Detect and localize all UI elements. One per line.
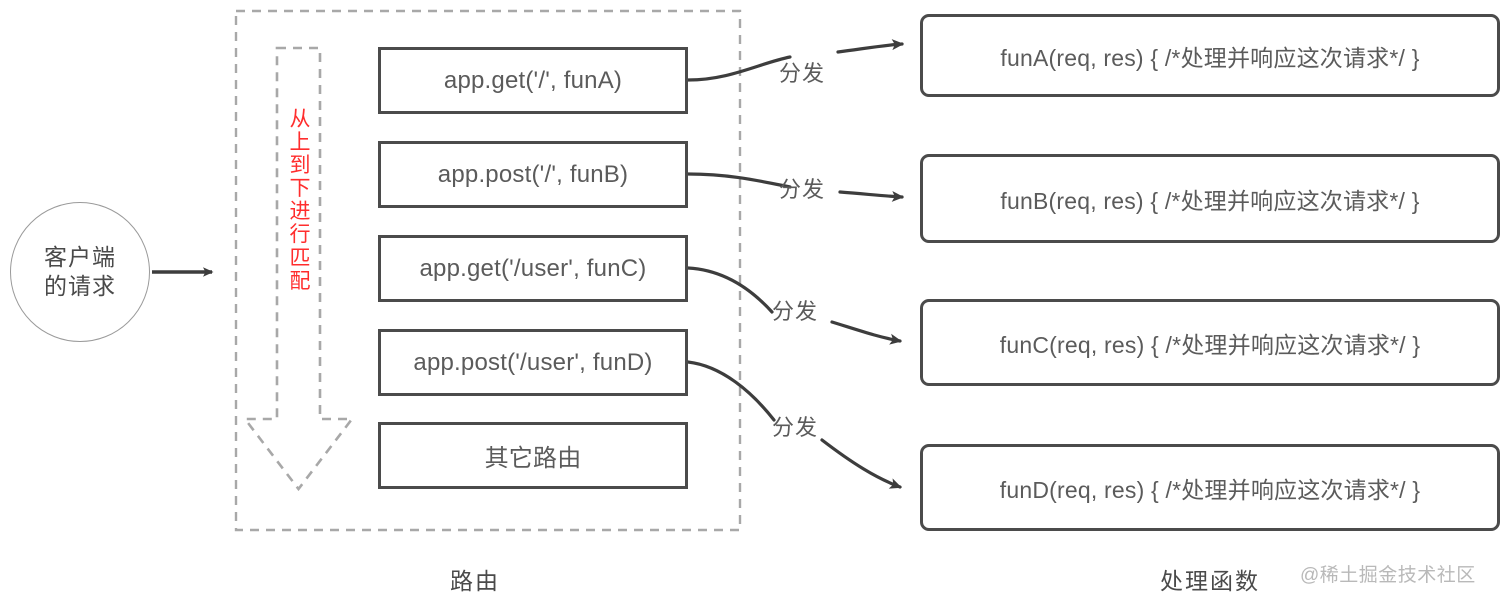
route-box-post-root[interactable]: app.post('/', funB) bbox=[378, 141, 688, 208]
route-box-get-root[interactable]: app.get('/', funA) bbox=[378, 47, 688, 114]
dispatch-label-2: 分发 bbox=[779, 177, 826, 202]
watermark-text: @稀土掘金技术社区 bbox=[1300, 565, 1476, 586]
match-char-4: 进 bbox=[289, 200, 311, 224]
dispatch-label-1: 分发 bbox=[779, 61, 826, 86]
route-box-post-user[interactable]: app.post('/user', funD) bbox=[378, 329, 688, 396]
caption-router: 路由 bbox=[450, 568, 500, 594]
caption-handler: 处理函数 bbox=[1160, 568, 1260, 594]
route-box-other-routes[interactable]: 其它路由 bbox=[378, 422, 688, 489]
route-box-get-user[interactable]: app.get('/user', funC) bbox=[378, 235, 688, 302]
handler-box-funB[interactable]: funB(req, res) { /*处理并响应这次请求*/ } bbox=[920, 154, 1500, 243]
match-char-1: 上 bbox=[289, 131, 311, 155]
match-char-0: 从 bbox=[289, 108, 311, 131]
dispatch-label-3: 分发 bbox=[772, 299, 819, 324]
dispatch-label-4: 分发 bbox=[772, 415, 819, 440]
handler-box-funA[interactable]: funA(req, res) { /*处理并响应这次请求*/ } bbox=[920, 14, 1500, 97]
client-line-2: 的请求 bbox=[44, 273, 116, 299]
match-char-3: 下 bbox=[289, 177, 311, 201]
client-line-1: 客户端 bbox=[44, 243, 116, 270]
match-char-7: 配 bbox=[289, 269, 311, 293]
client-request-node: 客户端 的请求 bbox=[10, 202, 150, 342]
match-order-note: 从 上 到 下 进 行 匹 配 bbox=[283, 108, 317, 293]
match-char-5: 行 bbox=[289, 223, 311, 247]
handler-box-funD[interactable]: funD(req, res) { /*处理并响应这次请求*/ } bbox=[920, 444, 1500, 531]
match-char-6: 匹 bbox=[289, 246, 311, 270]
handler-box-funC[interactable]: funC(req, res) { /*处理并响应这次请求*/ } bbox=[920, 299, 1500, 386]
match-char-2: 到 bbox=[289, 154, 311, 178]
